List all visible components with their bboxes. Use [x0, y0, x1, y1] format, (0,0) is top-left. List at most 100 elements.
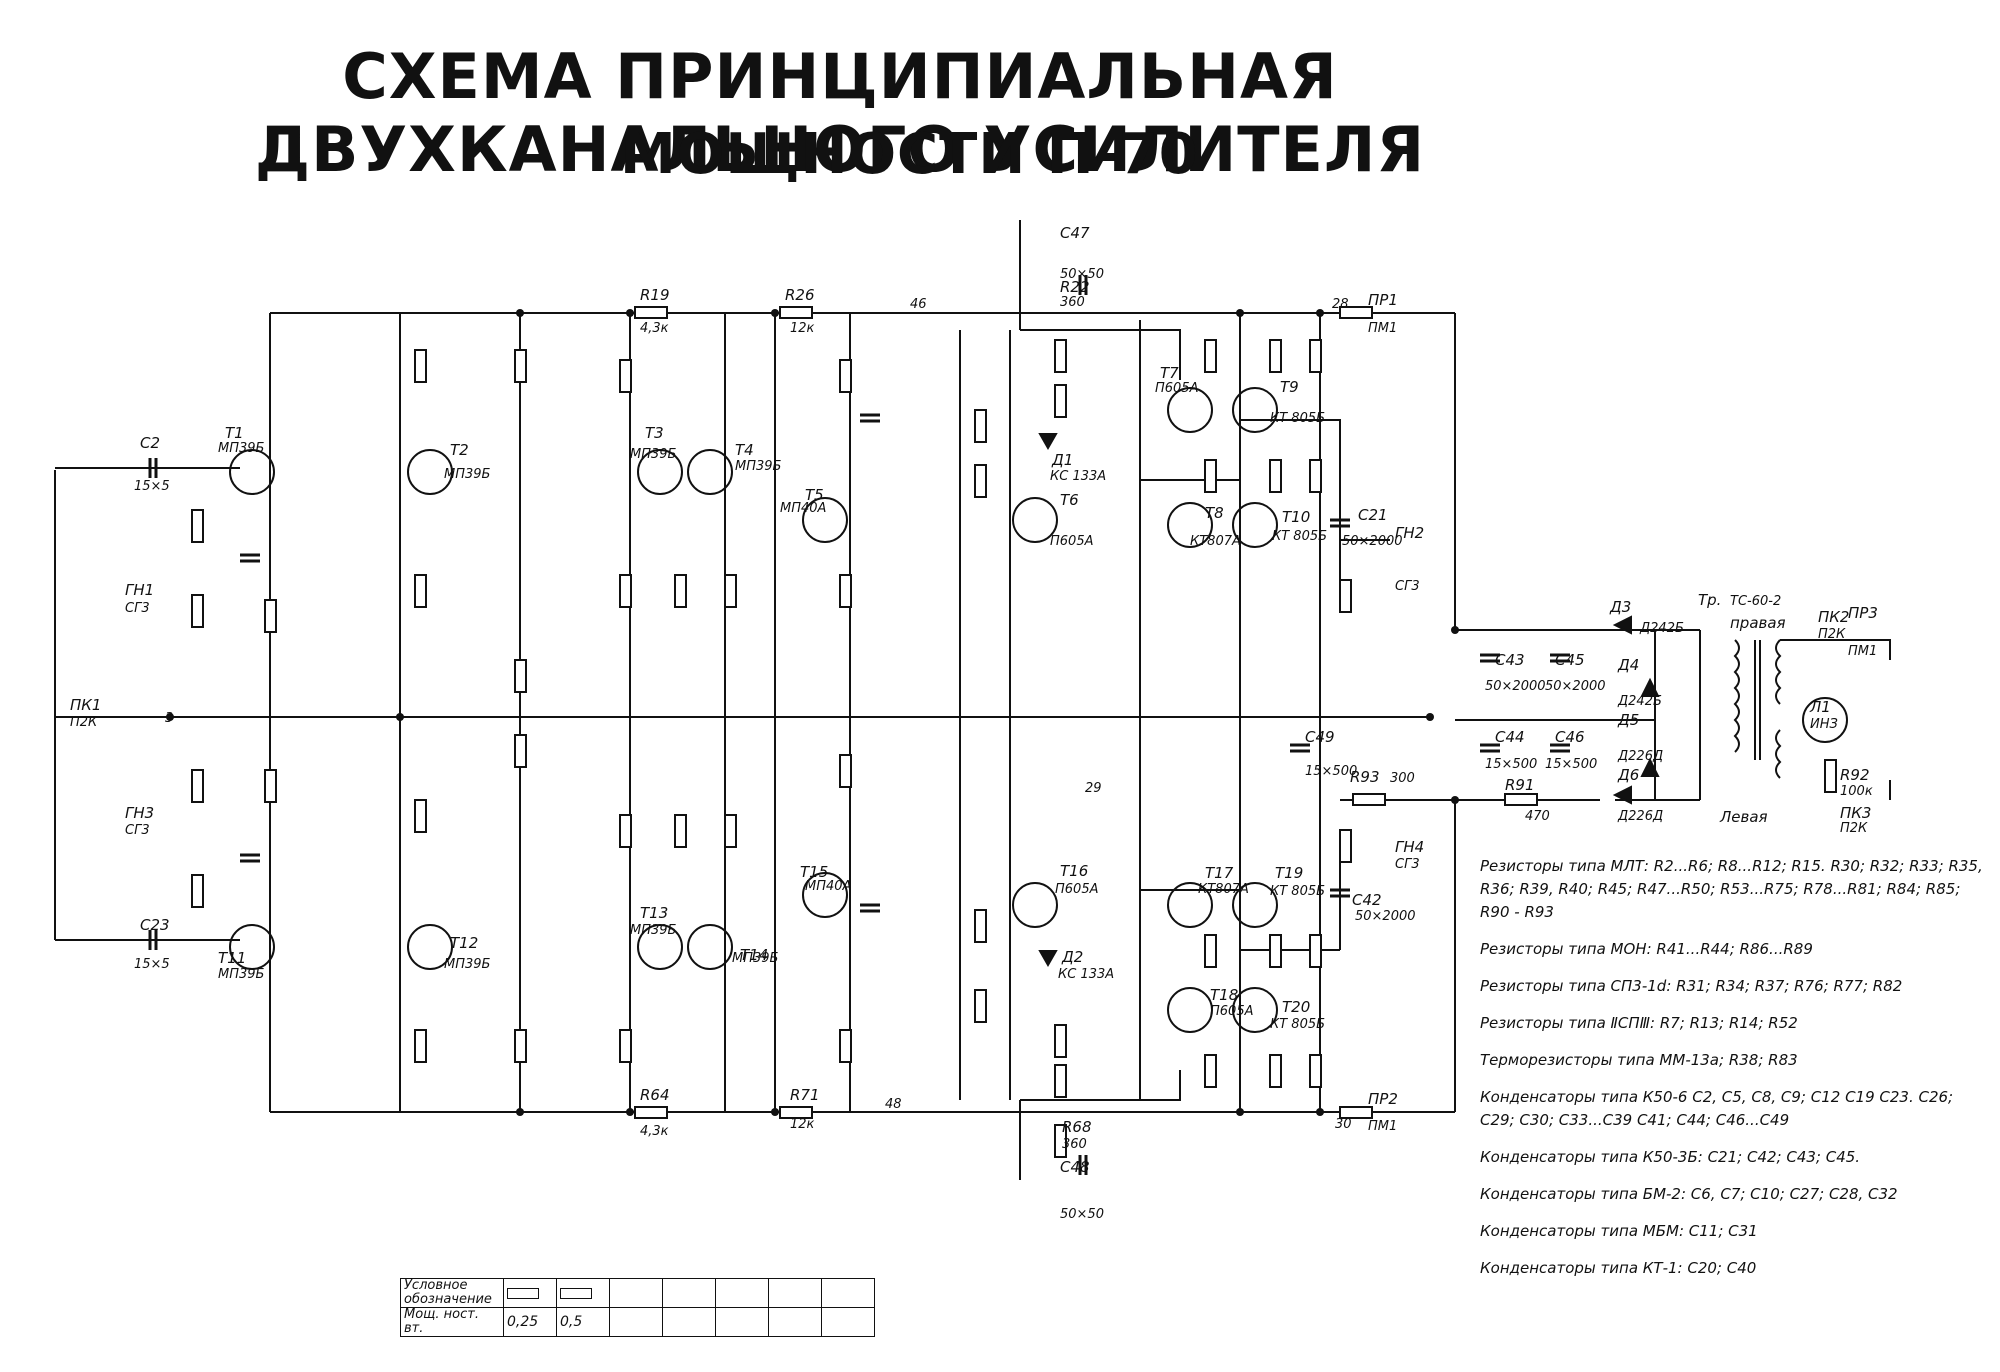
- label-t15: T15: [800, 863, 828, 881]
- label-c48: C48: [1060, 1158, 1090, 1176]
- value-t3: МП39Б: [630, 447, 677, 462]
- label-node-48: 48: [885, 1097, 902, 1112]
- resistor-symbol-icon: [560, 1287, 592, 1299]
- legend-power-header: Мощ. ност. вт.: [400, 1307, 504, 1337]
- transistor-t20: [1232, 987, 1278, 1033]
- capacitors: [148, 275, 1570, 1175]
- value-pr2: ПМ1: [1368, 1119, 1397, 1134]
- note-row: Конденсаторы типа К50-6 C2, C5, C8, C9; …: [1480, 1088, 1954, 1129]
- value-t12: МП39Б: [444, 957, 491, 972]
- value-gn1: СГ3: [125, 601, 150, 616]
- label-pr2: ПР2: [1368, 1090, 1398, 1108]
- value-r93: 300: [1390, 771, 1415, 786]
- label-gn4: ГН4: [1395, 838, 1424, 856]
- transistor-t7: [1167, 387, 1213, 433]
- value-t9: КТ 805Б: [1270, 411, 1325, 426]
- lamp-l1: [1802, 697, 1848, 743]
- label-pk3: ПК3: [1840, 804, 1871, 822]
- label-c47: C47: [1060, 224, 1090, 242]
- legend-symbol-025: [503, 1278, 557, 1308]
- label-r93: R93: [1350, 768, 1380, 786]
- transistor-t16: [1012, 882, 1058, 928]
- label-c2: C2: [140, 434, 160, 452]
- value-c45: 50×2000: [1545, 679, 1606, 694]
- label-t11: T11: [218, 949, 246, 967]
- label-pk1: ПК1: [70, 696, 101, 714]
- value-t8: КТ807А: [1190, 534, 1241, 549]
- transistor-t13: [637, 924, 683, 970]
- note-row: Конденсаторы типа К50-3Б: C21; C42; C43;…: [1480, 1148, 1861, 1166]
- value-r26: 12к: [790, 321, 815, 336]
- label-c45: C45: [1555, 651, 1585, 669]
- transistor-t17: [1167, 882, 1213, 928]
- value-t10: КТ 805Б: [1272, 529, 1327, 544]
- value-t1: МП39Б: [218, 441, 265, 456]
- value-d1: КС 133А: [1050, 469, 1106, 484]
- label-t19: T19: [1275, 864, 1303, 882]
- component-labels: C47 50×50 R22 360 R19 4,3к R26 12к ПР1 П…: [70, 224, 1878, 1222]
- label-c43: C43: [1495, 651, 1525, 669]
- value-t6: П605А: [1050, 534, 1093, 549]
- transistor-t5: [802, 497, 848, 543]
- label-t9: T9: [1280, 378, 1299, 396]
- label-r71: R71: [790, 1086, 820, 1104]
- diodes: [1038, 433, 1660, 968]
- transistor-t6: [1012, 497, 1058, 543]
- label-pr3: ПР3: [1848, 604, 1878, 622]
- value-d3: Д242Б: [1639, 621, 1684, 636]
- transistor-t4: [687, 449, 733, 495]
- junctions: [166, 309, 1459, 1116]
- value-t13: МП39Б: [630, 923, 677, 938]
- label-c21: C21: [1358, 506, 1388, 524]
- note-row: Терморезисторы типа ММ-13а; R38; R83: [1480, 1051, 1798, 1069]
- legend-symbol-header: Условное обозначение: [400, 1278, 504, 1308]
- label-gn3: ГН3: [125, 804, 154, 822]
- label-r68: R68: [1062, 1118, 1092, 1136]
- label-l1: Л1: [1809, 698, 1831, 716]
- label-gn1: ГН1: [125, 581, 154, 599]
- value-t16: П605А: [1055, 882, 1098, 897]
- label-t3: T3: [645, 424, 664, 442]
- transistor-t15: [802, 872, 848, 918]
- value-c46: 15×500: [1545, 757, 1597, 772]
- transistor-t2: [407, 449, 453, 495]
- transistors: [229, 387, 1848, 1033]
- label-d1: Д1: [1051, 451, 1073, 469]
- value-c49: 15×500: [1305, 764, 1357, 779]
- label-c49: C49: [1305, 728, 1335, 746]
- label-r19: R19: [640, 286, 670, 304]
- value-gn2: СГ3: [1395, 579, 1420, 594]
- value-pk1: П2К: [70, 715, 98, 730]
- label-t16: T16: [1060, 862, 1088, 880]
- value-t20: КТ 805Б: [1270, 1017, 1325, 1032]
- value-r91: 470: [1525, 809, 1550, 824]
- value-r92: 100к: [1840, 784, 1873, 799]
- label-d4: Д4: [1617, 656, 1639, 674]
- value-r64: 4,3к: [640, 1124, 669, 1139]
- label-node-29: 29: [1085, 781, 1102, 796]
- label-t4: T4: [735, 441, 754, 459]
- value-r22: 360: [1060, 295, 1085, 310]
- value-t2: МП39Б: [444, 467, 491, 482]
- legend-power-025: 0,25: [503, 1307, 557, 1337]
- value-t7: П605А: [1155, 381, 1198, 396]
- label-t13: T13: [640, 904, 668, 922]
- resistors: [191, 306, 1837, 1158]
- value-d4: Д242Б: [1617, 694, 1662, 709]
- value-t4: МП39Б: [735, 459, 782, 474]
- label-t20: T20: [1282, 998, 1310, 1016]
- value-c48: 50×50: [1060, 1207, 1104, 1222]
- transistor-t12: [407, 924, 453, 970]
- value-r19: 4,3к: [640, 321, 669, 336]
- value-r71: 12к: [790, 1117, 815, 1132]
- note-row: Резисторы типа ⅡСПⅢ: R7; R13; R14; R52: [1480, 1014, 1798, 1032]
- label-t1: T1: [225, 424, 244, 442]
- label-t18: T18: [1210, 986, 1238, 1004]
- value-t14: МП39Б: [732, 951, 779, 966]
- label-node-28: 28: [1332, 297, 1349, 312]
- transistor-t9: [1232, 387, 1278, 433]
- label-d5: Д5: [1617, 711, 1639, 729]
- value-tr: ТС-60-2: [1730, 594, 1781, 609]
- note-row: Резисторы типа МЛТ: R2...R6; R8...R12; R…: [1480, 857, 1983, 921]
